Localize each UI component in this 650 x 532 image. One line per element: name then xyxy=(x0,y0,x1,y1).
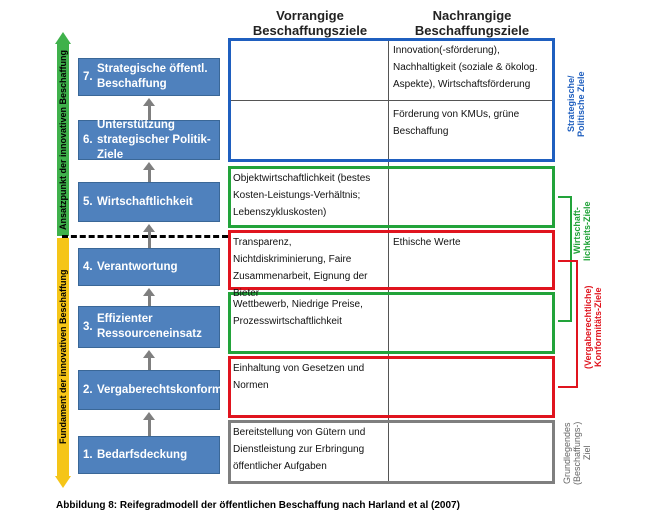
level-3-number: 3. xyxy=(83,320,93,333)
cell-r1-primary: Bereitstellung von Gütern und Dienstleis… xyxy=(233,427,366,472)
frame-compliance-4 xyxy=(228,230,555,290)
upper-side-arrow: Ansatzpunkt der innovativen Beschaffung xyxy=(55,32,71,236)
level-3-label: Effizienter Ressourceneinsatz xyxy=(97,313,202,340)
level-7-number: 7. xyxy=(83,70,93,83)
label-basic: Grundlegendes (Beschaffungs-) Ziel xyxy=(562,421,592,485)
level-7-label: Strategische öffentl. Beschaffung xyxy=(97,63,208,90)
label-economic: Wirtschaft-lichkeits-Ziele xyxy=(572,201,592,261)
row-divider-7-6 xyxy=(231,100,552,101)
column-header-secondary: Nachrangige Beschaffungsziele xyxy=(414,8,530,38)
level-3-box: 3. Effizienter Ressourceneinsatz xyxy=(78,306,220,348)
level-2-box: 2. Vergaberechtskonformität xyxy=(78,370,240,410)
cell-r7-secondary: Innovation(-sförderung), Nachhaltigkeit … xyxy=(393,45,538,90)
frame-basic xyxy=(228,420,555,484)
column-header-primary: Vorrangige Beschaffungsziele xyxy=(252,8,368,38)
cell-r4-secondary: Ethische Werte xyxy=(393,237,461,248)
up-arrow-5-6 xyxy=(143,162,155,182)
level-6-number: 6. xyxy=(83,133,93,146)
upper-side-arrow-label: Ansatzpunkt der innovativen Beschaffung xyxy=(58,49,68,231)
cell-r3-primary: Wettbewerb, Niedrige Preise, Prozesswirt… xyxy=(233,299,363,327)
level-2-number: 2. xyxy=(83,383,93,396)
label-strategic: Strategische/ Politische Ziele xyxy=(566,71,586,137)
level-4-number: 4. xyxy=(83,260,93,273)
frame-strategic xyxy=(228,38,555,162)
frame-economic-3 xyxy=(228,292,555,354)
bracket-economic xyxy=(558,196,572,322)
bracket-compliance xyxy=(558,260,578,388)
label-compliance: (Vergaberechtliche) Konformitäts-Ziele xyxy=(583,285,603,369)
lower-side-arrow: Fundament der innovativen Beschaffung xyxy=(55,238,71,488)
cell-r4-primary: Transparenz, Nichtdiskriminierung, Faire… xyxy=(233,237,368,299)
level-6-label: Unterstützung strategischer Politik-Ziel… xyxy=(97,118,211,161)
level-5-label: Wirtschaftlichkeit xyxy=(97,195,193,208)
level-7-box: 7. Strategische öffentl. Beschaffung xyxy=(78,58,220,96)
level-1-label: Bedarfsdeckung xyxy=(97,448,188,461)
up-arrow-6-7 xyxy=(143,98,155,120)
cell-r5-primary: Objektwirtschaftlichkeit (bestes Kosten-… xyxy=(233,173,371,218)
cell-r6-secondary: Förderung von KMUs, grüne Beschaffung xyxy=(393,109,520,137)
cell-r2-primary: Einhaltung von Gesetzen und Normen xyxy=(233,363,365,391)
dashed-separator xyxy=(62,235,228,238)
level-1-number: 1. xyxy=(83,448,93,461)
level-5-box: 5. Wirtschaftlichkeit xyxy=(78,182,220,222)
lower-side-arrow-label: Fundament der innovativen Beschaffung xyxy=(58,269,68,445)
level-1-box: 1. Bedarfsdeckung xyxy=(78,436,220,474)
figure-caption: Abbildung 8: Reifegradmodell der öffentl… xyxy=(56,500,460,511)
up-arrow-3-4 xyxy=(143,288,155,306)
level-4-label: Verantwortung xyxy=(97,260,178,273)
level-6-box: 6. Unterstützung strategischer Politik-Z… xyxy=(78,118,220,161)
level-5-number: 5. xyxy=(83,195,93,208)
frame-economic xyxy=(228,166,555,228)
level-2-label: Vergaberechtskonformität xyxy=(97,383,240,396)
up-arrow-4-5 xyxy=(143,224,155,248)
up-arrow-2-3 xyxy=(143,350,155,370)
level-4-box: 4. Verantwortung xyxy=(78,248,220,286)
frame-compliance-2 xyxy=(228,356,555,418)
up-arrow-1-2 xyxy=(143,412,155,436)
column-divider xyxy=(388,40,389,482)
